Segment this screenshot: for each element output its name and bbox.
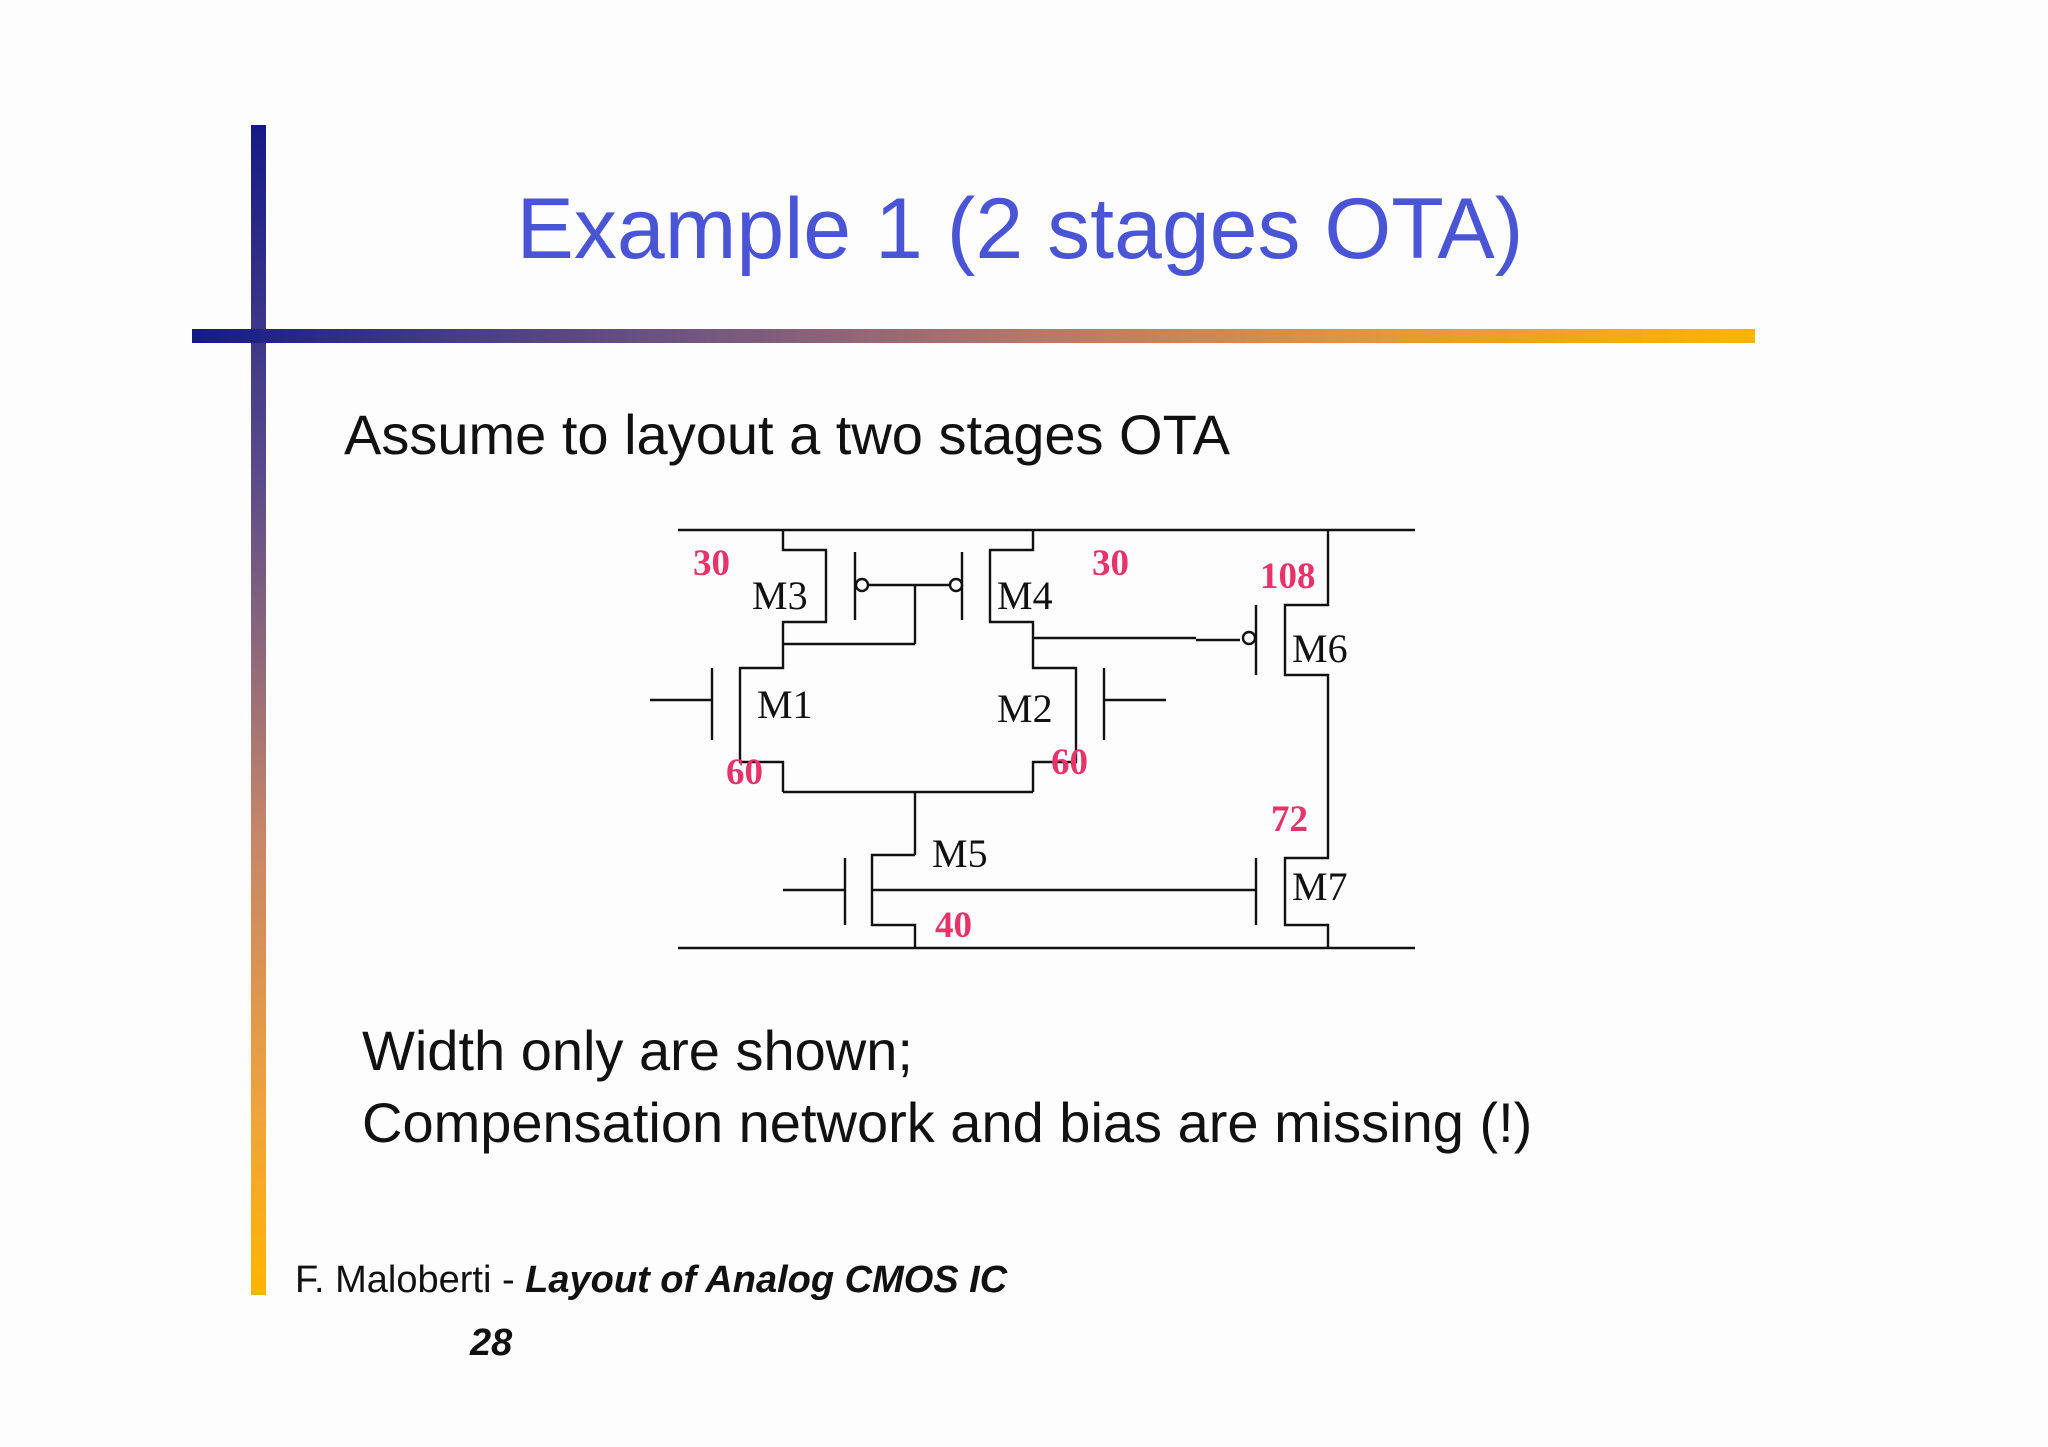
m7-width: 72 (1271, 799, 1308, 840)
note-width-only: Width only are shown; (362, 1019, 913, 1082)
m6-label: M6 (1292, 626, 1348, 671)
m6-width: 108 (1260, 556, 1316, 597)
m7-label: M7 (1292, 864, 1348, 909)
m2-channel (1031, 644, 1078, 792)
m3-label: M3 (752, 573, 808, 618)
m1-label: M1 (757, 682, 813, 727)
slide-subtitle: Assume to layout a two stages OTA (344, 403, 1231, 466)
m4-channel (988, 530, 1035, 644)
m5-channel (870, 853, 917, 948)
note-missing-parts: Compensation network and bias are missin… (362, 1091, 1533, 1154)
m4-width: 30 (1092, 543, 1129, 584)
m4-gate-bubble (948, 577, 964, 593)
circuit-wires (650, 528, 1415, 950)
m2-label: M2 (997, 686, 1053, 731)
m7-channel (1283, 855, 1330, 948)
m6-channel (1283, 530, 1330, 855)
m3-gate-bubble (854, 577, 870, 593)
m3-channel (781, 530, 828, 644)
footer: F. Maloberti - Layout of Analog CMOS IC (295, 1259, 1007, 1302)
m4-label: M4 (997, 573, 1053, 618)
m1-width: 60 (726, 752, 763, 793)
m5-width: 40 (935, 905, 972, 946)
page-number: 28 (470, 1322, 513, 1364)
m5-label: M5 (932, 831, 988, 876)
horizontal-accent-bar (192, 329, 1755, 343)
vertical-accent-bar (251, 125, 266, 1295)
footer-book-title: Layout of Analog CMOS IC (525, 1259, 1008, 1301)
m6-gate-bubble (1241, 630, 1257, 646)
m3-width: 30 (693, 543, 730, 584)
footer-author: F. Maloberti - (295, 1259, 526, 1301)
m2-width: 60 (1051, 742, 1088, 783)
m1-channel (738, 644, 785, 792)
slide-title: Example 1 (2 stages OTA) (516, 181, 1524, 277)
